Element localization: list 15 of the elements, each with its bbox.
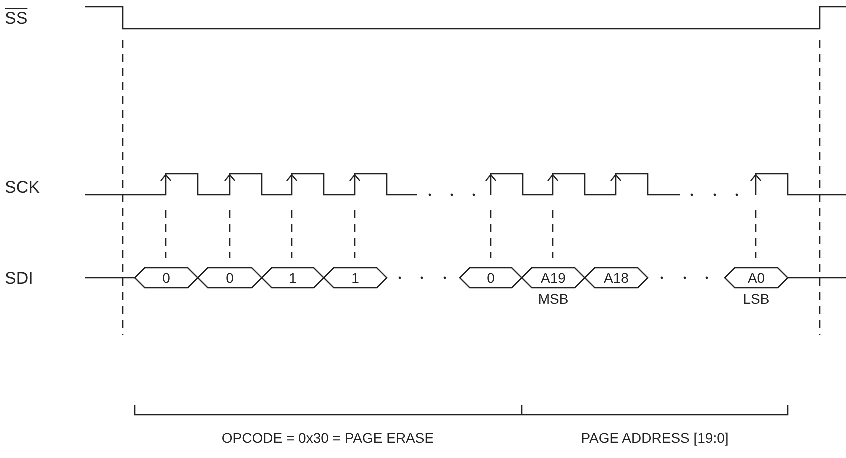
field-description: OPCODE = 0x30 = PAGE ERASE [222, 431, 434, 445]
signal-name: SS [5, 10, 28, 27]
signal-name: SDI [5, 270, 34, 287]
data-bit-cell: A0 [725, 268, 788, 288]
bit-order-label: MSB [538, 292, 569, 306]
data-bit-cell: 1 [262, 268, 324, 288]
data-bit-cell: A18 [585, 268, 648, 288]
data-bit-cell: 0 [198, 268, 262, 288]
signal-name: SCK [5, 179, 40, 196]
bit-order-label: LSB [743, 292, 770, 306]
data-bit-cell: A19 [522, 268, 585, 288]
data-bit-cell: 0 [135, 268, 198, 288]
field-description: PAGE ADDRESS [19:0] [581, 431, 729, 445]
data-bit-cell: 0 [460, 268, 522, 288]
data-bit-cell: 1 [324, 268, 387, 288]
